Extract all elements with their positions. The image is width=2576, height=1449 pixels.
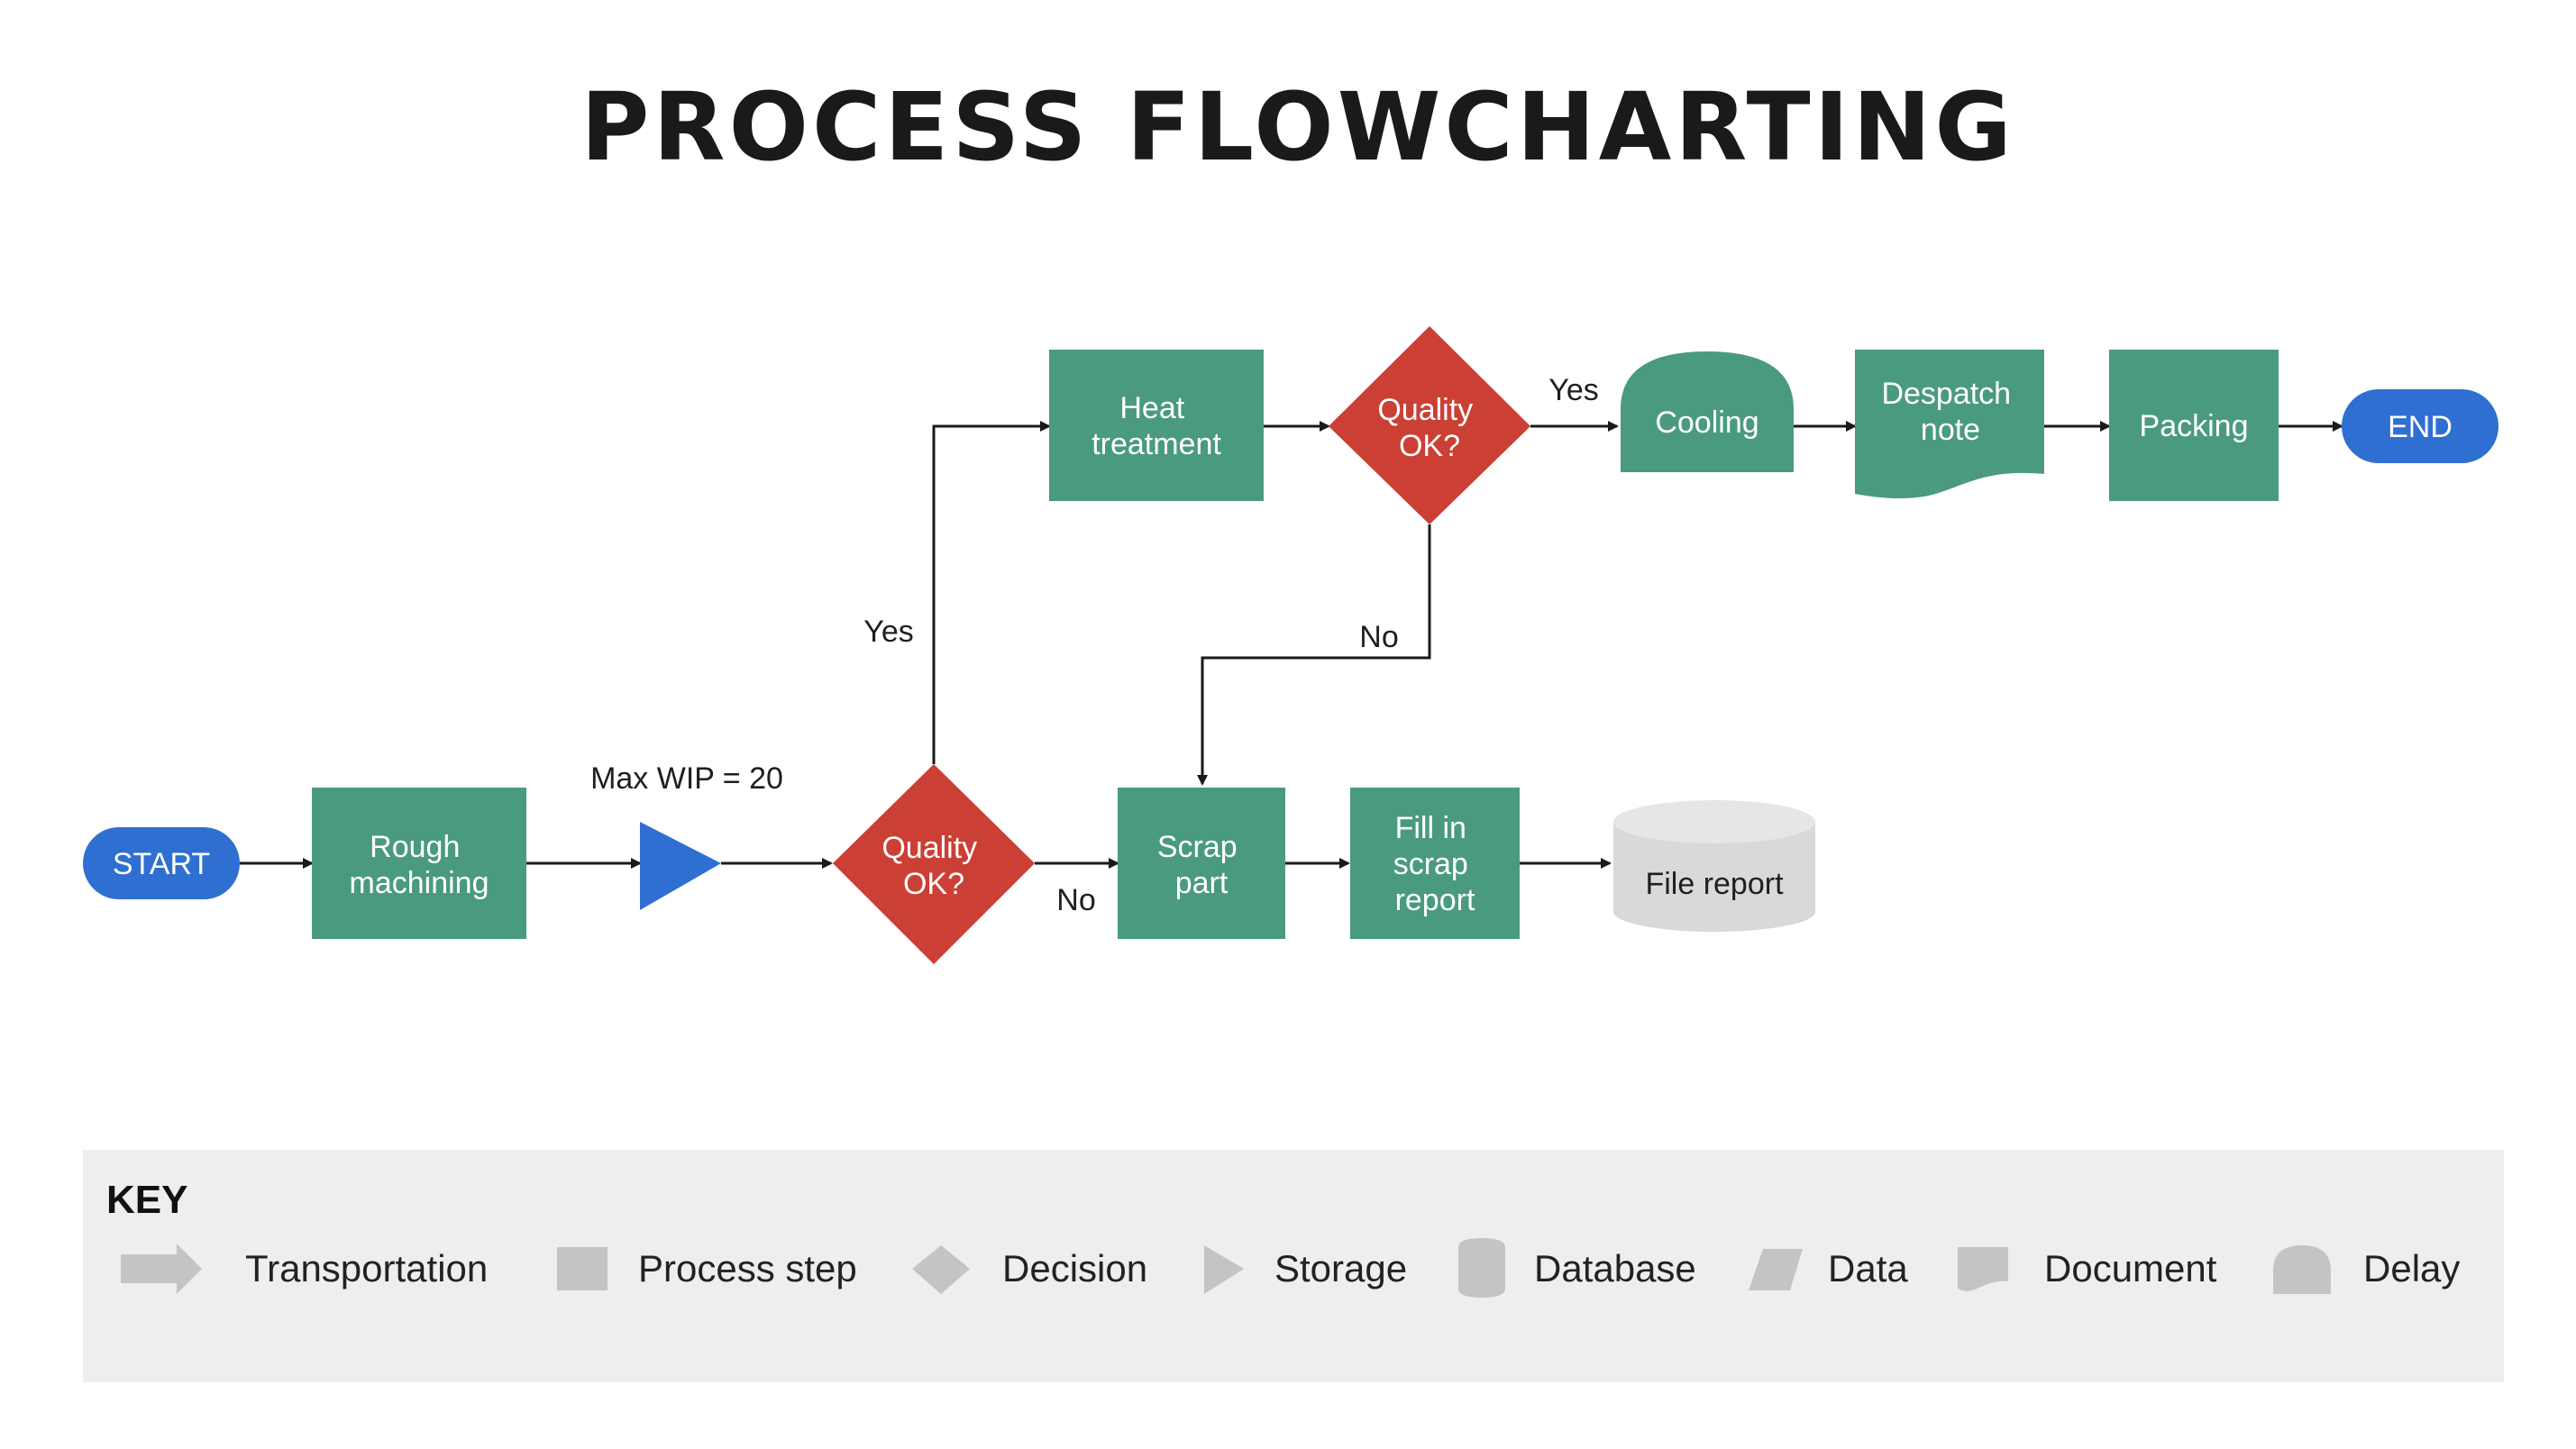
quality-check-decision-1: Quality OK? xyxy=(833,764,1035,964)
start-label: START xyxy=(113,847,210,881)
quality-check-2-diamond xyxy=(1329,326,1530,524)
heat-treatment-line-2: treatment xyxy=(1092,427,1221,461)
rough-machining-process: Rough machining xyxy=(312,788,526,939)
fill-scrap-report-line-3: report xyxy=(1395,883,1475,917)
key-item-decision: Decision xyxy=(912,1245,1147,1294)
transportation-arrow-icon xyxy=(121,1244,202,1294)
storage-triangle-shape xyxy=(640,822,721,910)
end-terminal: END xyxy=(2342,389,2498,463)
key-item-data: Data xyxy=(1749,1247,1908,1290)
scrap-part-shape xyxy=(1118,788,1285,939)
quality-check-decision-2: Quality OK? xyxy=(1329,326,1530,524)
despatch-note-line-1: Despatch xyxy=(1881,377,2011,411)
despatch-note-document: Despatch note xyxy=(1855,350,2044,499)
key-label-storage: Storage xyxy=(1274,1247,1407,1290)
end-terminal-shape xyxy=(2342,389,2498,463)
rough-machining-shape xyxy=(312,788,526,939)
delay-d-shape-icon xyxy=(2273,1245,2331,1294)
key-item-transportation: Transportation xyxy=(121,1244,488,1294)
edge-label-quality1-yes: Yes xyxy=(863,615,913,649)
end-label: END xyxy=(2388,410,2453,444)
fill-scrap-report-line-2: scrap xyxy=(1393,847,1468,881)
despatch-note-shape xyxy=(1855,350,2044,499)
packing-process: Packing xyxy=(2109,350,2279,501)
key-label-document: Document xyxy=(2044,1247,2217,1290)
fill-scrap-report-line-1: Fill in xyxy=(1395,811,1466,845)
key-label-data: Data xyxy=(1828,1247,1908,1290)
despatch-note-line-2: note xyxy=(1921,413,1980,447)
despatch-note-label: Despatch note xyxy=(1881,377,2019,447)
process-step-square-icon xyxy=(557,1247,607,1290)
key-background xyxy=(83,1150,2504,1382)
key-label-process-step: Process step xyxy=(638,1247,857,1290)
data-parallelogram-icon xyxy=(1749,1249,1803,1290)
quality-check-1-line-1: Quality xyxy=(882,831,977,865)
start-terminal: START xyxy=(83,827,240,899)
quality-check-2-label: Quality OK? xyxy=(1377,393,1481,463)
edge-quality1-yes-to-heat xyxy=(932,421,1051,764)
key-label-delay: Delay xyxy=(2363,1247,2460,1290)
cooling-label: Cooling xyxy=(1655,406,1758,440)
heat-treatment-process: Heat treatment xyxy=(1049,350,1264,501)
key-label-database: Database xyxy=(1534,1247,1696,1290)
fill-scrap-report-shape xyxy=(1350,788,1520,939)
edge-label-quality1-no: No xyxy=(1056,883,1095,917)
flow-edges xyxy=(240,421,2343,869)
key-item-storage: Storage xyxy=(1204,1245,1407,1294)
file-report-cylinder-top xyxy=(1613,800,1815,843)
heat-treatment-line-1: Heat xyxy=(1119,391,1184,425)
edge-quality2-no-to-scrap xyxy=(1197,524,1431,786)
edge-label-quality2-yes: Yes xyxy=(1548,373,1598,407)
quality-check-1-label: Quality OK? xyxy=(882,831,985,901)
key-label-transportation: Transportation xyxy=(245,1247,488,1290)
rough-machining-line-2: machining xyxy=(350,866,489,900)
storage-step: Max WIP = 20 xyxy=(590,761,783,910)
key-title: KEY xyxy=(106,1178,187,1222)
edge-label-quality2-no: No xyxy=(1359,620,1398,654)
quality-check-2-line-1: Quality xyxy=(1377,393,1473,427)
cooling-delay-shape xyxy=(1621,351,1794,472)
key-item-document: Document xyxy=(1958,1247,2217,1291)
file-report-cylinder-body xyxy=(1613,822,1815,932)
scrap-part-label: Scrap part xyxy=(1157,830,1246,900)
storage-triangle-icon xyxy=(1204,1245,1244,1294)
quality-check-1-line-2: OK? xyxy=(903,867,964,901)
quality-check-1-diamond xyxy=(833,764,1035,964)
file-report-label: File report xyxy=(1645,867,1784,901)
fill-scrap-report-label: Fill in scrap report xyxy=(1393,811,1477,917)
rough-machining-label: Rough machining xyxy=(350,830,489,900)
file-report-database: File report xyxy=(1613,800,1815,932)
start-terminal-shape xyxy=(83,827,240,899)
key-legend: KEY Transportation Process step Decision… xyxy=(83,1150,2504,1382)
heat-treatment-shape xyxy=(1049,350,1264,501)
scrap-part-process: Scrap part xyxy=(1118,788,1285,939)
decision-diamond-icon xyxy=(912,1245,970,1294)
key-label-decision: Decision xyxy=(1002,1247,1147,1290)
key-item-database: Database xyxy=(1458,1238,1696,1298)
rough-machining-line-1: Rough xyxy=(370,830,460,864)
key-item-process-step: Process step xyxy=(557,1247,857,1290)
scrap-part-line-2: part xyxy=(1175,866,1229,900)
quality-check-2-line-2: OK? xyxy=(1399,429,1460,463)
storage-max-wip-label: Max WIP = 20 xyxy=(590,761,783,796)
fill-scrap-report-process: Fill in scrap report xyxy=(1350,788,1520,939)
scrap-part-line-1: Scrap xyxy=(1157,830,1238,864)
cooling-delay: Cooling xyxy=(1621,351,1794,472)
database-cylinder-icon xyxy=(1458,1238,1505,1298)
packing-label: Packing xyxy=(2140,409,2249,443)
packing-shape xyxy=(2109,350,2279,501)
heat-treatment-label: Heat treatment xyxy=(1092,391,1221,461)
document-wave-icon xyxy=(1958,1247,2008,1291)
key-item-delay: Delay xyxy=(2273,1245,2460,1294)
page-title: PROCESS FLOWCHARTING xyxy=(580,72,2014,182)
